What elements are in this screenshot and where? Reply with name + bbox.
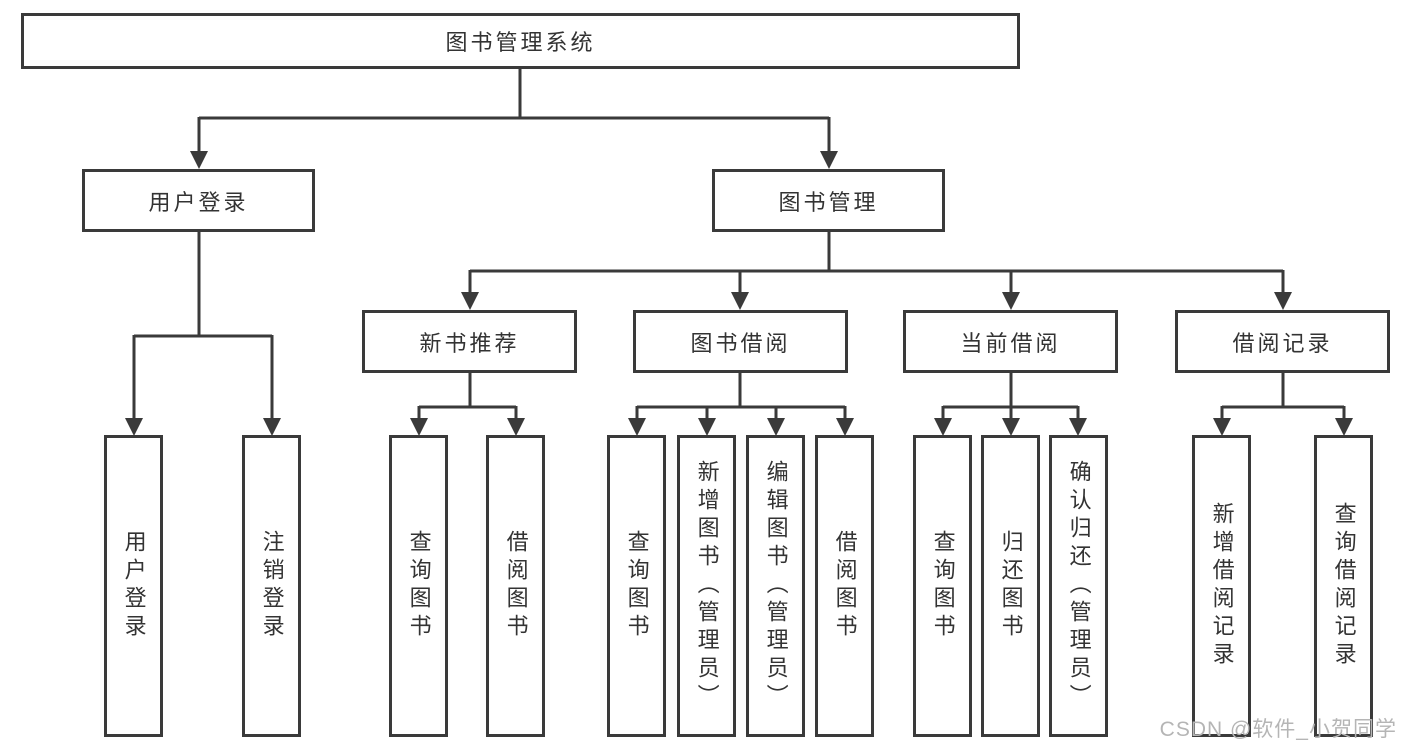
leaf-label: 归还图书 xyxy=(998,530,1024,642)
leaf-label: 用户登录 xyxy=(121,530,147,642)
node-current-borrow: 当前借阅 xyxy=(903,310,1118,373)
leaf-confirm-return-admin: 确认归还（管理员） xyxy=(1049,435,1108,737)
leaf-label: 注销登录 xyxy=(259,530,285,642)
leaf-add-book-admin: 新增图书（管理员） xyxy=(677,435,736,737)
arrowhead-icon xyxy=(820,151,838,169)
leaf-query-books-borrow: 查询图书 xyxy=(607,435,666,737)
leaf-label: 新增借阅记录 xyxy=(1209,502,1235,670)
arrowhead-icon xyxy=(1274,292,1292,310)
connector-book-borrow-children xyxy=(628,371,854,436)
node-book-borrow: 图书借阅 xyxy=(633,310,848,373)
arrowhead-icon xyxy=(461,292,479,310)
arrowhead-icon xyxy=(1002,292,1020,310)
leaf-query-books-recommend: 查询图书 xyxy=(389,435,448,737)
arrowhead-icon xyxy=(1335,418,1353,436)
leaf-label: 查询图书 xyxy=(406,530,432,642)
arrowhead-icon xyxy=(767,418,785,436)
connector-borrow-records-children xyxy=(1213,371,1353,436)
node-book-management: 图书管理 xyxy=(712,169,945,232)
arrowhead-icon xyxy=(698,418,716,436)
arrowhead-icon xyxy=(1069,418,1087,436)
leaf-query-borrow-record: 查询借阅记录 xyxy=(1314,435,1373,737)
connector-new-book-recommend-children xyxy=(410,371,525,436)
leaf-add-borrow-record: 新增借阅记录 xyxy=(1192,435,1251,737)
leaf-label: 查询图书 xyxy=(930,530,956,642)
watermark: CSDN @软件_小贺同学 xyxy=(1159,718,1397,741)
arrowhead-icon xyxy=(628,418,646,436)
leaf-edit-book-admin: 编辑图书（管理员） xyxy=(746,435,805,737)
connector-user-login-children xyxy=(125,231,281,436)
leaf-logout: 注销登录 xyxy=(242,435,301,737)
leaf-query-books-current: 查询图书 xyxy=(913,435,972,737)
leaf-label: 编辑图书（管理员） xyxy=(763,460,789,712)
leaf-label: 借阅图书 xyxy=(503,530,529,642)
node-borrow-records: 借阅记录 xyxy=(1175,310,1390,373)
arrowhead-icon xyxy=(410,418,428,436)
connector-book-management-children xyxy=(461,231,1292,310)
arrowhead-icon xyxy=(1213,418,1231,436)
arrowhead-icon xyxy=(263,418,281,436)
arrowhead-icon xyxy=(190,151,208,169)
arrowhead-icon xyxy=(934,418,952,436)
leaf-label: 查询借阅记录 xyxy=(1331,502,1357,670)
node-root: 图书管理系统 xyxy=(21,13,1020,69)
leaf-return-book: 归还图书 xyxy=(981,435,1040,737)
leaf-label: 借阅图书 xyxy=(832,530,858,642)
leaf-borrow-books: 借阅图书 xyxy=(815,435,874,737)
node-user-login: 用户登录 xyxy=(82,169,315,232)
arrowhead-icon xyxy=(507,418,525,436)
arrowhead-icon xyxy=(836,418,854,436)
arrowhead-icon xyxy=(1002,418,1020,436)
arrowhead-icon xyxy=(731,292,749,310)
connector-root-to-level2 xyxy=(190,68,838,169)
leaf-user-login: 用户登录 xyxy=(104,435,163,737)
leaf-label: 确认归还（管理员） xyxy=(1066,460,1092,712)
leaf-borrow-books-recommend: 借阅图书 xyxy=(486,435,545,737)
arrowhead-icon xyxy=(125,418,143,436)
connector-current-borrow-children xyxy=(934,371,1087,436)
leaf-label: 查询图书 xyxy=(624,530,650,642)
leaf-label: 新增图书（管理员） xyxy=(694,460,720,712)
node-new-book-recommend: 新书推荐 xyxy=(362,310,577,373)
